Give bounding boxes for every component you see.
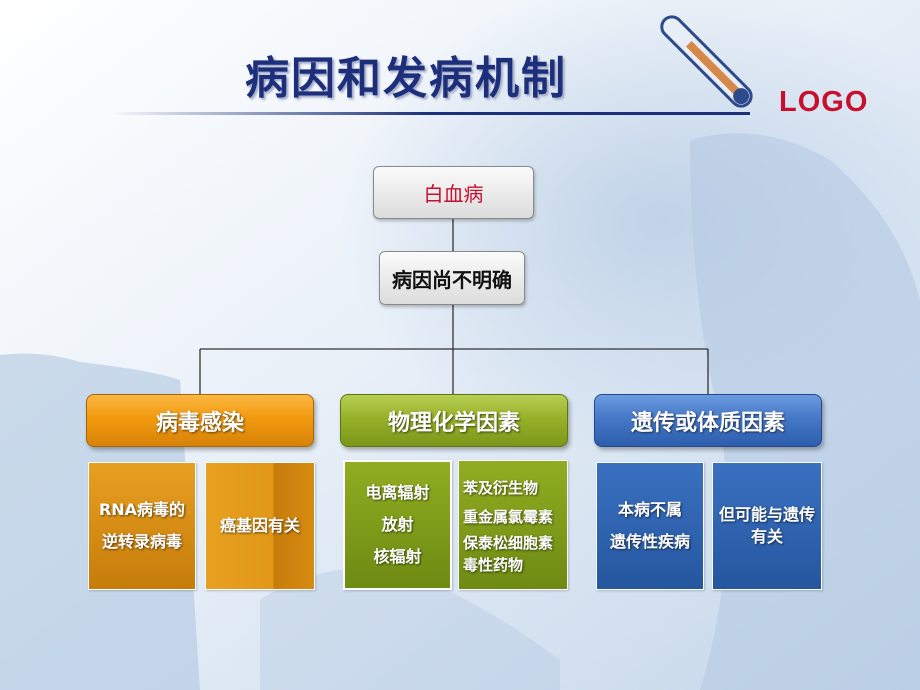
category-virus: 病毒感染: [86, 394, 314, 447]
leaf-line: 癌基因有关: [219, 516, 300, 535]
leaf-line: 放射: [381, 515, 414, 534]
leaf-line: 本病不属: [617, 500, 682, 519]
leaf-line: 但可能与遗传: [718, 505, 815, 524]
leaf-line: 有关: [750, 527, 783, 546]
category-genetic: 遗传或体质因素: [594, 394, 822, 447]
category-physical-chemical: 物理化学因素: [340, 394, 568, 447]
leaf-genetic-2: 但可能与遗传 有关: [712, 462, 822, 590]
leaf-line: 遗传性疾病: [609, 532, 690, 551]
leaf-line: 保泰松细胞素: [463, 534, 554, 552]
thermometer-icon: [660, 15, 753, 108]
leaf-virus-1: RNA病毒的 逆转录病毒: [88, 462, 196, 590]
sub-node-label: 病因尚不明确: [392, 267, 512, 292]
root-node-label: 白血病: [423, 182, 484, 206]
category-label: 遗传或体质因素: [630, 410, 785, 436]
category-label: 物理化学因素: [387, 410, 520, 436]
category-label: 病毒感染: [155, 410, 244, 436]
leaf-line: 毒性药物: [463, 556, 524, 574]
leaf-genetic-1: 本病不属 遗传性疾病: [596, 462, 704, 590]
logo: LOGO: [779, 86, 869, 118]
leaf-line: RNA病毒的: [98, 500, 186, 519]
leaf-virus-2: 癌基因有关: [205, 462, 315, 590]
leaf-line: 电离辐射: [365, 483, 430, 502]
leaf-physical-1: 电离辐射 放射 核辐射: [343, 460, 452, 590]
slide-title: 病因和发病机制: [245, 53, 567, 104]
sub-node: 病因尚不明确: [379, 251, 525, 305]
leaf-line: 核辐射: [373, 547, 422, 566]
leaf-line: 重金属氯霉素: [463, 508, 554, 526]
leaf-physical-2: 苯及衍生物 重金属氯霉素 保泰松细胞素 毒性药物: [458, 460, 568, 590]
root-node: 白血病: [373, 166, 534, 219]
leaf-line: 逆转录病毒: [101, 532, 182, 551]
leaf-line: 苯及衍生物: [463, 479, 539, 497]
